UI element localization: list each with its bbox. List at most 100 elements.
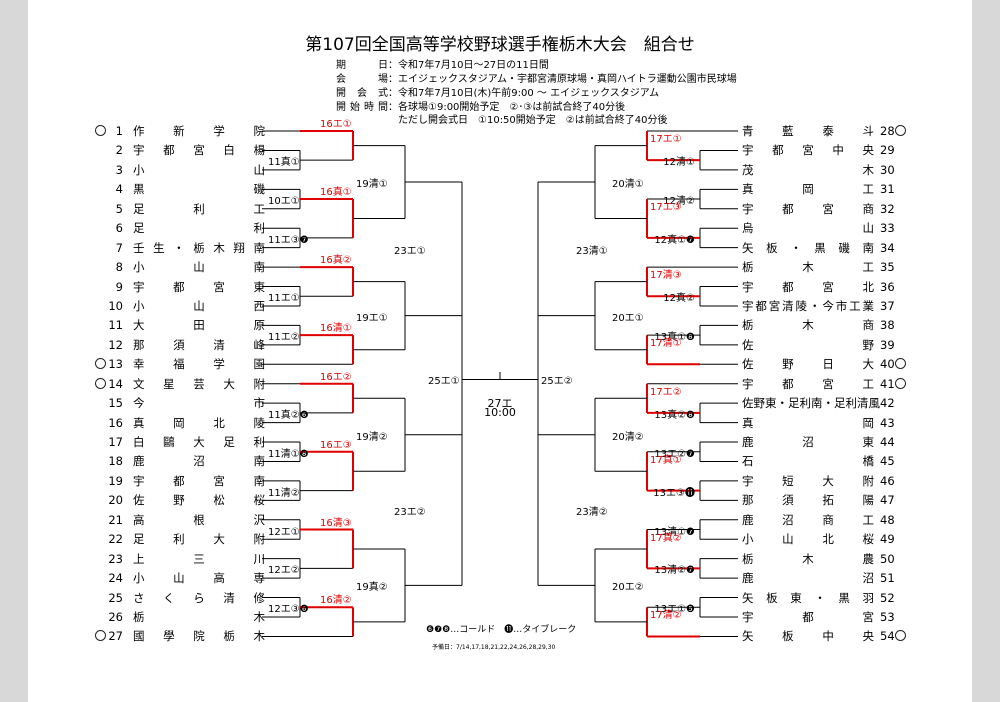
match-label: 16真① [320, 187, 352, 199]
team-row-right: 青藍泰斗 28 [742, 123, 895, 139]
team-number: 52 [880, 590, 895, 605]
team-row-right: 佐野東・足利南・足利清風42 [742, 395, 895, 411]
match-label: 12清① [663, 157, 695, 169]
team-name: 高根沢 [133, 512, 265, 527]
team-number: 26 [108, 610, 123, 624]
seed-circle [895, 125, 906, 136]
match-label: 13エ③⓫ [653, 487, 695, 499]
seed-circle [895, 358, 906, 370]
team-row-left: 9 宇都宮東 [103, 279, 265, 295]
match-label: 20清① [612, 179, 644, 191]
match-label: 17真② [650, 532, 682, 544]
match-label: 13清①❼ [654, 526, 695, 538]
team-number: 5 [115, 201, 123, 216]
final-time: 10:00 [484, 406, 516, 419]
info-value: ただし開会式日 ①10:50開始予定 ②は前試合終了40分後 [388, 115, 668, 126]
info-label: 開始時間 [336, 102, 388, 113]
team-row-left: 18 鹿沼南 [103, 453, 265, 469]
team-number: 11 [108, 318, 123, 333]
seed-circle [95, 358, 106, 370]
seed-circle [95, 630, 106, 642]
team-name: 宇都宮工 [742, 376, 874, 391]
team-number: 15 [108, 396, 123, 411]
match-label: 17エ② [650, 386, 682, 398]
match-label: 10エ① [268, 196, 300, 208]
match-label: 11清② [268, 487, 300, 499]
team-name: 青藍泰斗 [742, 124, 874, 138]
team-row-left: 16 真岡北陵 [103, 415, 265, 431]
team-name: 宇都宮東 [133, 279, 265, 294]
team-name: 文星芸大附 [133, 376, 265, 391]
team-name: 真岡北陵 [133, 415, 265, 430]
info-start-time: 開始時間：各球場①9:00開始予定 ②･③は前試合終了40分後 [336, 98, 625, 113]
match-label: 16清② [320, 595, 352, 607]
team-number: 28 [880, 124, 895, 138]
info-note: ただし開会式日 ①10:50開始予定 ②は前試合終了40分後 [336, 111, 668, 126]
reserve-days: 予備日：7/14,17,18,21,22,24,26,28,29,30 [432, 644, 556, 651]
team-number: 40 [880, 357, 895, 372]
bracket-sheet [28, 0, 972, 702]
team-number: 27 [108, 629, 123, 644]
info-venues: 会 場：エイジェックスタジアム・宇都宮清原球場・真岡ハイトラ運動公園市民球場 [336, 70, 737, 85]
team-name: 宇都宮中央 [742, 143, 874, 158]
team-number: 12 [108, 337, 123, 352]
team-name: 宇都宮商 [742, 201, 874, 216]
team-number: 7 [115, 240, 123, 255]
team-name: 真岡 [742, 415, 874, 430]
team-name: 栃木 [133, 610, 265, 624]
team-name: 作新学院 [133, 124, 265, 138]
team-name: 小山北桜 [742, 532, 874, 547]
team-number: 33 [880, 221, 895, 236]
team-name: 佐野松桜 [133, 493, 265, 508]
match-label: 25エ① [428, 376, 460, 388]
team-number: 9 [115, 279, 123, 294]
match-label: 11エ③❼ [268, 234, 309, 246]
info-value: ：エイジェックスタジアム・宇都宮清原球場・真岡ハイトラ運動公園市民球場 [388, 74, 737, 85]
team-name: 鹿沼南 [133, 454, 265, 469]
team-number: 16 [108, 415, 123, 430]
info-label: 期 日 [336, 60, 388, 71]
match-label: 13真②❽ [654, 409, 695, 421]
match-label: 12エ① [268, 526, 300, 538]
team-name: 烏山 [742, 221, 874, 236]
team-name: 宇都宮清陵・今市工業 [742, 298, 874, 313]
team-number: 45 [880, 454, 895, 469]
team-number: 18 [108, 454, 123, 469]
team-number: 8 [115, 260, 123, 275]
team-name: 鹿沼 [742, 571, 874, 586]
team-number: 49 [880, 532, 895, 547]
team-number: 24 [108, 571, 123, 586]
match-label: 17エ③ [650, 202, 682, 214]
team-name: 宇都宮 [742, 610, 874, 624]
team-row-left: 26 栃木 [103, 609, 265, 625]
match-label: 23エ① [394, 245, 426, 257]
team-number: 3 [115, 162, 123, 177]
team-name: 白鷗大足利 [133, 435, 265, 450]
team-number: 53 [880, 610, 895, 624]
match-label: 16エ③ [320, 439, 352, 451]
team-name: 佐野東・足利南・足利清風 [742, 396, 880, 411]
team-number: 19 [108, 473, 123, 488]
team-number: 36 [880, 279, 895, 294]
match-label: 12真①❼ [654, 234, 695, 246]
team-name: 大田原 [133, 318, 265, 333]
team-number: 32 [880, 201, 895, 216]
team-number: 20 [108, 493, 123, 508]
